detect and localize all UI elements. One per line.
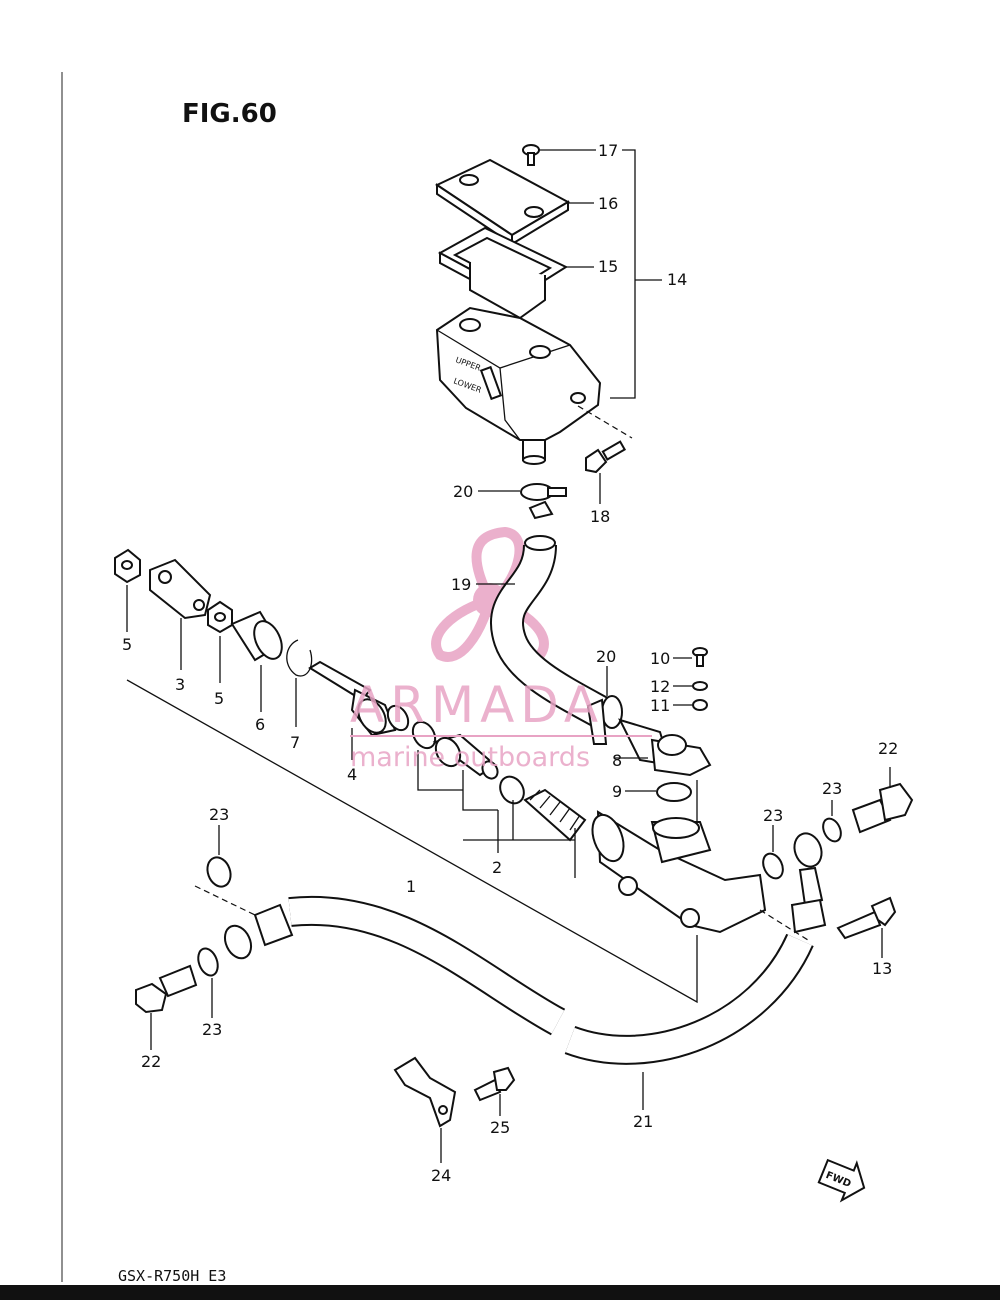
callout-5-right: 5	[214, 689, 224, 708]
callout-13: 13	[872, 959, 892, 978]
screw-10	[673, 647, 708, 667]
washer-23-d	[197, 947, 219, 1018]
washer-23-a	[822, 800, 842, 843]
callout-7: 7	[290, 733, 300, 752]
washer-12	[673, 681, 708, 691]
bolt-18	[577, 405, 633, 504]
callout-20-upper: 20	[453, 482, 473, 501]
inlet-connector-8	[615, 718, 712, 777]
callout-10: 10	[650, 649, 670, 668]
washer-23-b	[762, 825, 784, 880]
o-ring-9	[625, 782, 692, 802]
callout-23-d: 23	[202, 1020, 222, 1039]
callout-15: 15	[598, 257, 618, 276]
banjo-bolt-22-left	[135, 964, 198, 1050]
reservoir-hose-19	[476, 535, 609, 727]
callout-12: 12	[650, 677, 670, 696]
clevis-3	[149, 558, 212, 670]
seal-11	[673, 699, 708, 711]
callout-22-left: 22	[141, 1052, 161, 1071]
callout-11: 11	[650, 696, 670, 715]
callout-16: 16	[598, 194, 618, 213]
reservoir-cap-16	[434, 158, 594, 246]
callout-2: 2	[492, 858, 502, 877]
reservoir-assembly: UPPER LOWER	[434, 144, 662, 504]
callout-17: 17	[598, 141, 618, 160]
leader-1	[126, 679, 698, 1004]
bracket-14	[610, 149, 636, 399]
piston-kit-2	[411, 720, 587, 878]
watermark-brand: ARMADA	[350, 676, 604, 734]
figure-title: FIG.60	[182, 99, 277, 129]
callout-1: 1	[406, 877, 416, 896]
callout-21: 21	[633, 1112, 653, 1131]
callout-4: 4	[347, 765, 357, 784]
bottom-black-bar	[0, 1285, 1000, 1300]
callout-20-lower: 20	[596, 647, 616, 666]
callout-6: 6	[255, 715, 265, 734]
callout-3: 3	[175, 675, 185, 694]
callout-25: 25	[490, 1118, 510, 1137]
callout-24: 24	[431, 1166, 451, 1185]
boot-6	[230, 610, 283, 712]
callout-8: 8	[612, 751, 622, 770]
callout-23-a: 23	[822, 779, 842, 798]
hose-clamp-24	[393, 1056, 457, 1163]
hose-clamp-20-upper	[478, 483, 567, 520]
hose-clamp-20-lower	[586, 666, 623, 745]
circlip-7	[286, 639, 313, 727]
callout-5-left: 5	[122, 635, 132, 654]
callout-18: 18	[590, 507, 610, 526]
brake-hose-fitting-left	[194, 885, 294, 960]
nut-5-left	[114, 548, 141, 632]
fwd-arrow-icon: FWD	[817, 1158, 866, 1203]
bolt-13	[836, 896, 897, 958]
model-code: GSX-R750H E3	[118, 1267, 226, 1285]
callout-22-right: 22	[878, 739, 898, 758]
callout-23-b: 23	[763, 806, 783, 825]
reservoir-body: UPPER LOWER	[435, 306, 602, 465]
master-cylinder-body-1	[591, 780, 767, 934]
washer-23-c	[206, 825, 232, 888]
diaphragm-15	[437, 226, 594, 320]
bolt-25	[473, 1066, 516, 1116]
nut-5-right	[207, 600, 233, 683]
callout-9: 9	[612, 782, 622, 801]
callout-23-c: 23	[209, 805, 229, 824]
brake-hose-21	[288, 895, 814, 1110]
banjo-bolt-22-right	[851, 767, 914, 834]
brake-hose-fitting-right	[759, 832, 827, 941]
callout-19: 19	[451, 575, 471, 594]
push-rod-4	[308, 660, 410, 760]
screw-17	[522, 144, 596, 166]
watermark-tagline: marine outboards	[350, 742, 590, 773]
callout-14: 14	[667, 270, 687, 289]
